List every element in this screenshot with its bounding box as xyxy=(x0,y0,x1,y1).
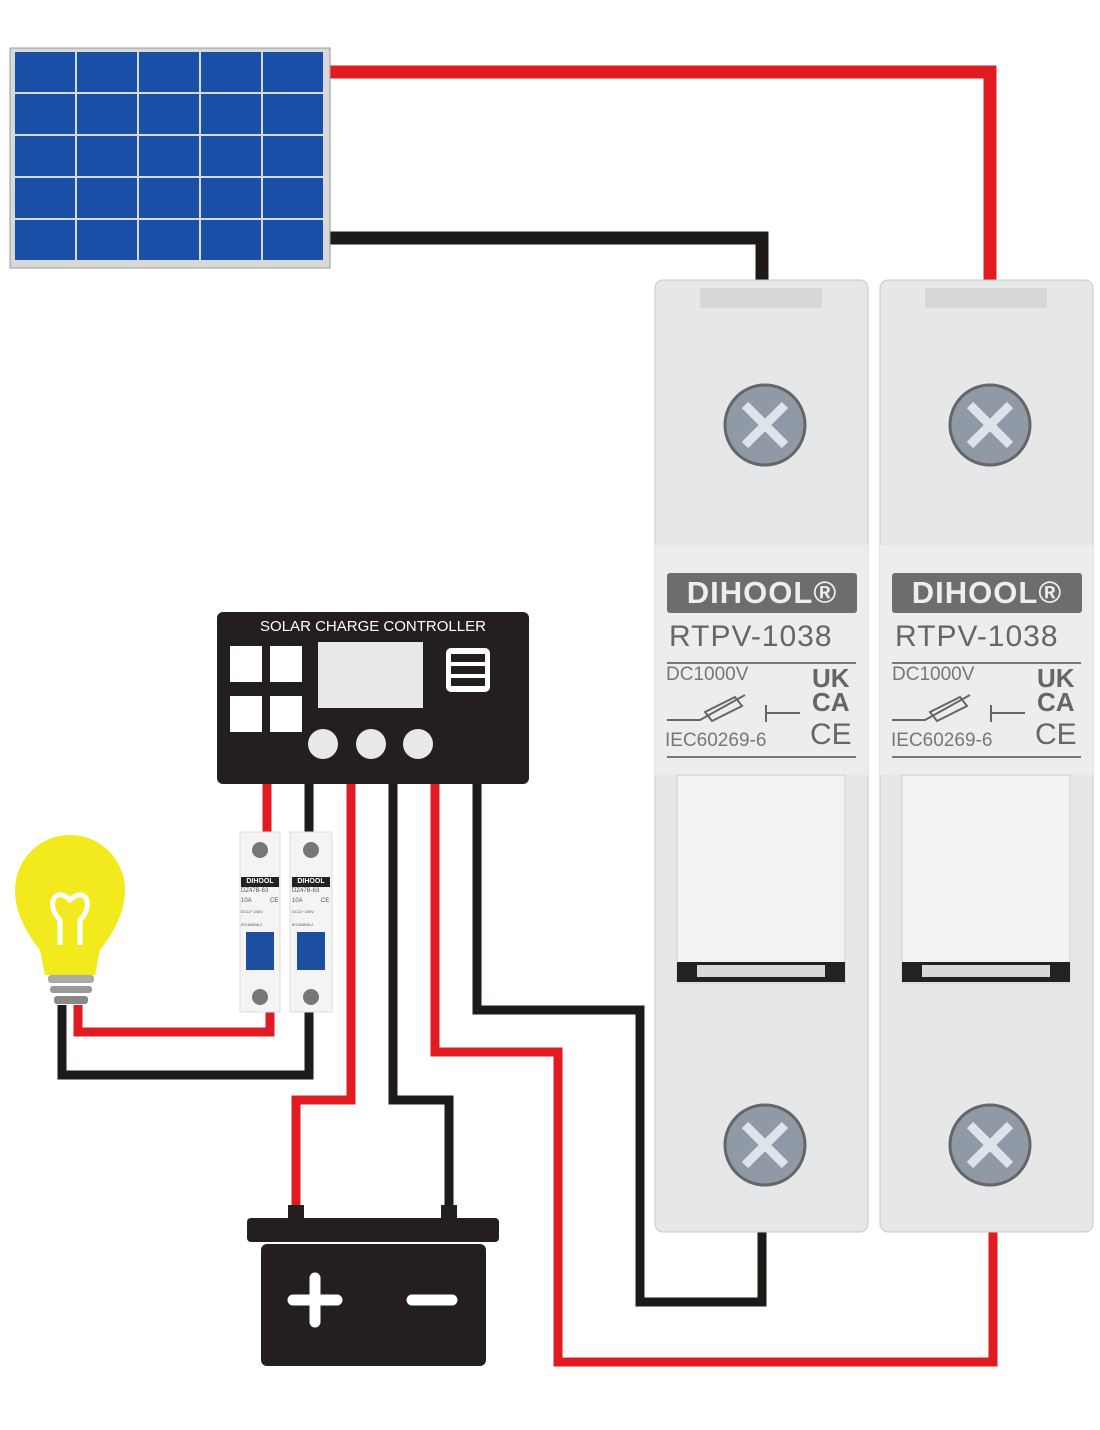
solar-cell xyxy=(263,178,323,218)
solar-cell xyxy=(201,94,261,134)
breaker-brand: DIHOOL xyxy=(292,877,330,887)
fuse-brand-label: DIHOOL® xyxy=(667,573,857,613)
solar-cell xyxy=(201,178,261,218)
fuse-standard-label: IEC60269-6 xyxy=(891,730,993,751)
menu-icon xyxy=(446,648,490,692)
fuse-model-label: RTPV-1038 xyxy=(895,620,1059,653)
fuse-voltage-label: DC1000V xyxy=(892,664,975,685)
solar-charge-controller xyxy=(217,612,529,784)
breaker-left xyxy=(239,831,281,1013)
solar-cell xyxy=(15,220,75,260)
controller-button xyxy=(403,729,433,759)
breaker-ce-mark: CE xyxy=(321,898,330,904)
ca-mark: CA xyxy=(1037,687,1075,717)
solar-cell xyxy=(201,52,261,92)
uk-mark: UK xyxy=(812,663,850,693)
battery-positive-wire xyxy=(291,784,356,1212)
solar-cell xyxy=(201,136,261,176)
controller-title: SOLAR CHARGE CONTROLLER xyxy=(260,618,486,635)
solar-panel xyxy=(9,47,331,269)
breaker-brand: DIHOOL xyxy=(241,877,279,887)
breaker-rating: 10A xyxy=(241,898,252,904)
breaker-ce-mark: CE xyxy=(270,898,279,904)
solar-cell xyxy=(263,52,323,92)
panel-positive-wire xyxy=(330,65,997,280)
battery-icon xyxy=(247,1205,499,1366)
fuse-model-label: RTPV-1038 xyxy=(669,620,833,653)
solar-cell xyxy=(77,94,137,134)
breaker-model: DZ47B-63 xyxy=(292,888,320,894)
pv-positive-wire xyxy=(430,784,998,1367)
lcd-display xyxy=(318,642,423,708)
solar-cell xyxy=(139,220,199,260)
solar-cell xyxy=(77,220,137,260)
ce-mark: CE xyxy=(810,718,852,751)
breaker-standard: IEC60898-2 xyxy=(241,922,263,927)
breaker-voltage: DC12~240V xyxy=(241,909,263,914)
panel-negative-wire xyxy=(330,231,769,280)
bulb-positive-wire xyxy=(73,1005,275,1037)
controller-button xyxy=(308,729,338,759)
fuse-brand-label: DIHOOL® xyxy=(892,573,1082,613)
ca-mark: CA xyxy=(812,687,850,717)
solar-cell xyxy=(139,52,199,92)
pv-negative-wire xyxy=(472,784,767,1307)
controller-button xyxy=(356,729,386,759)
uk-mark: UK xyxy=(1037,663,1075,693)
solar-cell xyxy=(77,178,137,218)
breaker-right xyxy=(289,831,333,1013)
breaker-rating: 10A xyxy=(292,898,303,904)
fuse-holder-left xyxy=(654,279,869,1233)
breaker-model: DZ47B-63 xyxy=(241,888,269,894)
solar-cell xyxy=(77,52,137,92)
solar-cell xyxy=(263,220,323,260)
solar-cell xyxy=(263,94,323,134)
ce-mark: CE xyxy=(1035,718,1077,751)
plus-icon xyxy=(287,1272,343,1328)
solar-cell xyxy=(263,136,323,176)
solar-cell xyxy=(139,136,199,176)
solar-cell xyxy=(77,136,137,176)
solar-cell xyxy=(139,178,199,218)
light-bulb-icon xyxy=(15,835,125,1004)
fuse-standard-label: IEC60269-6 xyxy=(665,730,767,751)
battery-negative-wire xyxy=(388,784,454,1212)
solar-cell xyxy=(15,94,75,134)
breaker-standard: IEC60898-2 xyxy=(292,922,314,927)
fuse-holder-right xyxy=(879,279,1094,1233)
breaker-voltage: DC12~240V xyxy=(292,909,314,914)
solar-cell xyxy=(139,94,199,134)
solar-cell xyxy=(15,136,75,176)
fuse-voltage-label: DC1000V xyxy=(666,664,749,685)
bulb-negative-wire xyxy=(57,1005,314,1080)
solar-cell xyxy=(15,178,75,218)
solar-cell xyxy=(201,220,261,260)
solar-cell xyxy=(15,52,75,92)
